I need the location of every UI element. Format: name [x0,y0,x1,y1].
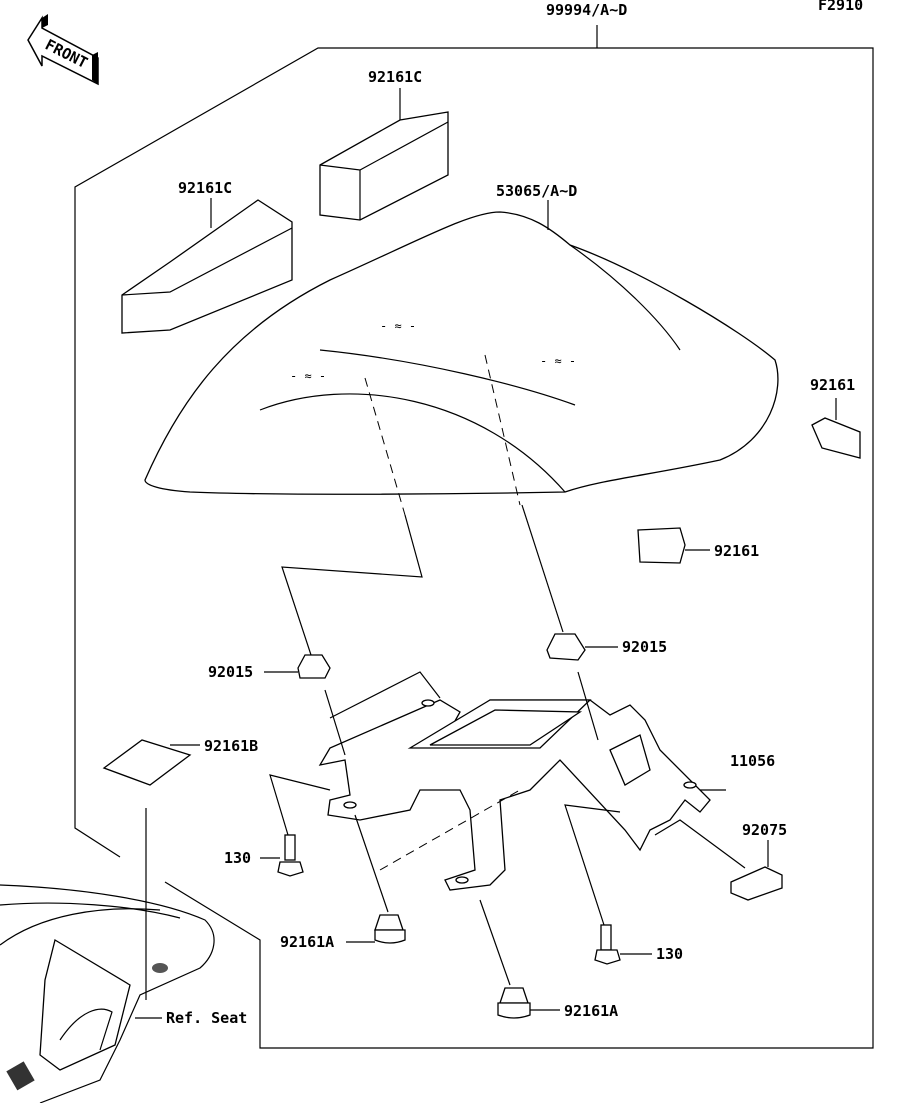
nut-92015-right [546,633,618,661]
pad-92161b [102,739,200,1000]
kit-outline [74,25,874,1049]
bolt-130-right [564,804,652,965]
label-92075: 92075 [742,821,787,839]
seat-cover-53065: - ≈ - - ≈ - - ≈ - [144,200,779,516]
damper-92075 [654,819,783,901]
svg-text:- ≈ -: - ≈ - [540,354,576,368]
label-92161-lower: 92161 [714,542,759,560]
pad-92161-upper [811,398,861,459]
label-11056: 11056 [730,752,775,770]
pad-92161c-left [121,198,293,334]
svg-text:- ≈ -: - ≈ - [380,319,416,333]
label-92161a-right: 92161A [564,1002,618,1020]
pad-92161c-top [319,88,449,221]
kit-label: 99994/A~D [546,1,627,19]
label-92161c-top: 92161C [368,68,422,86]
label-92161c-left: 92161C [178,179,232,197]
label-92161a-left: 92161A [280,933,334,951]
grommet-92161a-right [479,899,560,1019]
bolt-130-left [260,774,331,877]
grommet-92161a-left [346,814,406,944]
pad-92161-lower [637,527,710,564]
label-92015-right: 92015 [622,638,667,656]
label-130-left: 130 [224,849,251,867]
label-92161-upper: 92161 [810,376,855,394]
front-arrow-icon: FRONT [27,14,99,86]
label-92161b: 92161B [204,737,258,755]
label-130-right: 130 [656,945,683,963]
label-92015-left: 92015 [208,663,253,681]
reference-seat [0,884,215,1103]
label-53065: 53065/A~D [496,182,577,200]
label-ref-seat: Ref. Seat [166,1009,247,1027]
diagram-code: F2910 [818,0,863,14]
bracket-11056 [318,671,726,891]
svg-text:- ≈ -: - ≈ - [290,369,326,383]
nut-92015-left [264,654,331,679]
